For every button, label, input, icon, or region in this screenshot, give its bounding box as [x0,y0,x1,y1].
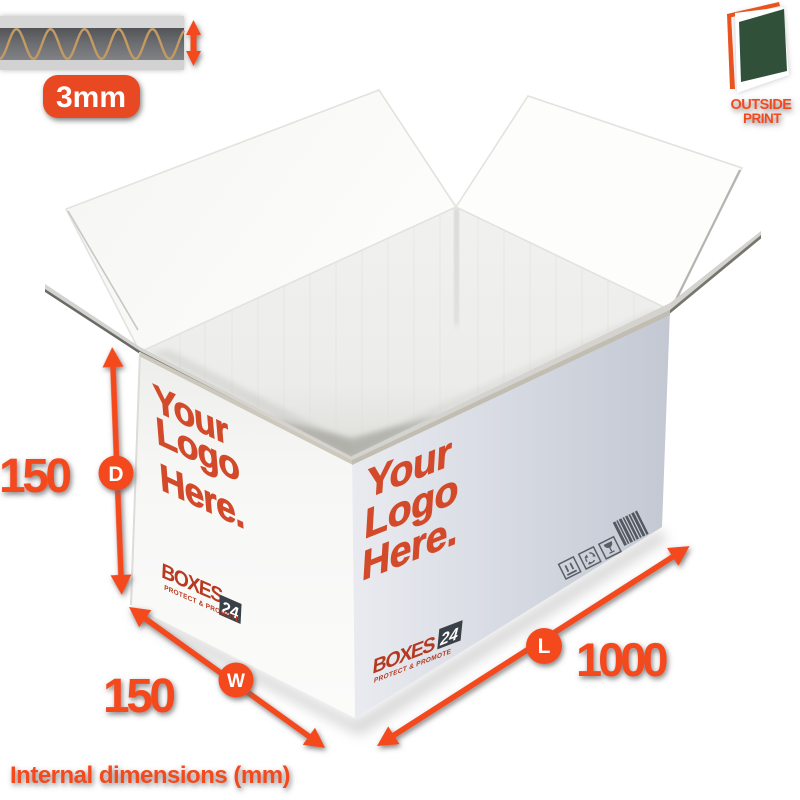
svg-text:150: 150 [103,670,174,723]
svg-text:1000: 1000 [576,633,667,686]
svg-text:150: 150 [0,450,70,503]
svg-text:W: W [227,671,245,692]
svg-text:OUTSIDE: OUTSIDE [731,97,793,113]
svg-text:3mm: 3mm [56,81,126,114]
svg-text:D: D [108,463,123,486]
svg-text:24: 24 [220,598,239,624]
svg-text:Internal dimensions (mm): Internal dimensions (mm) [10,762,290,789]
svg-text:L: L [538,635,551,658]
svg-text:24: 24 [439,624,460,650]
svg-text:PRINT: PRINT [743,111,782,126]
